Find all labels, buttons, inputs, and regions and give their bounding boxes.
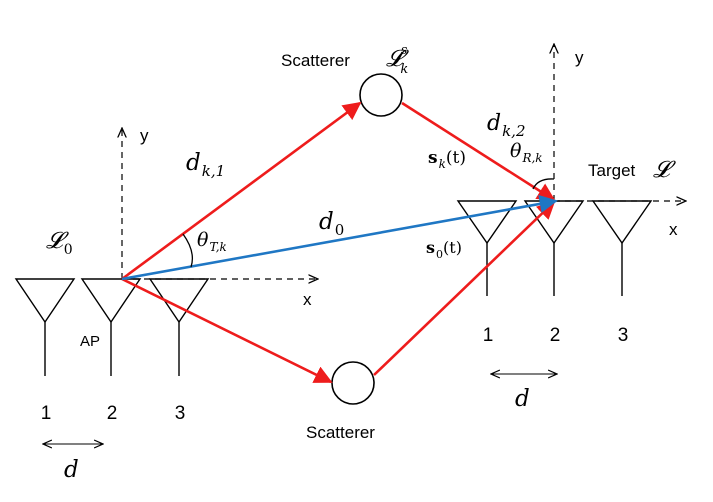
target-antenna-index-3: 3	[618, 325, 629, 346]
path-ap-to-scatterer-bottom	[121, 277, 333, 384]
ap-antenna-index-1: 1	[41, 403, 52, 424]
ap-y-axis-label: y	[140, 126, 149, 145]
ap-antenna-index-2: 2	[107, 403, 118, 424]
target-antenna-array	[456, 200, 653, 296]
ap-axes	[122, 128, 318, 279]
path-scatterer-top-to-target	[401, 101, 556, 202]
theta-r-label: θR,k	[510, 140, 543, 165]
target-y-axis-label: y	[575, 48, 584, 67]
ap-label: AP	[80, 333, 100, 350]
target-symbol: 𝓛	[653, 157, 676, 183]
target-x-axis-label: x	[669, 220, 678, 239]
theta-t-arc	[182, 233, 194, 268]
path-direct-ap-to-target	[121, 194, 558, 281]
ap-antenna-array	[14, 278, 210, 376]
ap-symbol: 𝓛0	[46, 228, 73, 258]
ap-x-axis-label: x	[303, 290, 312, 309]
target-spacing-label: d	[515, 386, 530, 412]
scatterer-top	[359, 73, 403, 117]
target-antenna-index-2: 2	[550, 325, 561, 346]
ap-antenna-1	[14, 278, 76, 376]
path-scatterer-bottom-to-target	[373, 200, 556, 376]
sk-signal-label: sk(t)	[428, 148, 466, 171]
scatterer-bottom	[331, 361, 375, 405]
target-antenna-3	[591, 200, 653, 296]
ap-antenna-2	[80, 278, 142, 376]
target-antenna-2	[523, 200, 585, 296]
target-antenna-1	[456, 200, 518, 296]
ap-spacing-label: d	[64, 457, 79, 483]
target-label: Target	[588, 161, 636, 180]
theta-r-arc	[532, 178, 555, 190]
dk1-label: dk,1	[186, 150, 225, 180]
dk2-label: dk,2	[487, 111, 526, 140]
scatterer-bottom-label: Scatterer	[306, 423, 375, 442]
ap-antenna-index-3: 3	[175, 403, 186, 424]
scatter-paths	[121, 101, 556, 384]
path-ap-to-scatterer-top	[121, 101, 362, 281]
theta-t-label: θT,k	[197, 229, 227, 254]
s0-signal-label: s0(t)	[426, 238, 462, 261]
target-axes	[554, 44, 686, 201]
d0-label: d0	[319, 209, 344, 239]
scatterer-top-label: Scatterer	[281, 51, 350, 70]
target-antenna-index-1: 1	[483, 325, 494, 346]
ap-antenna-3	[148, 278, 210, 376]
